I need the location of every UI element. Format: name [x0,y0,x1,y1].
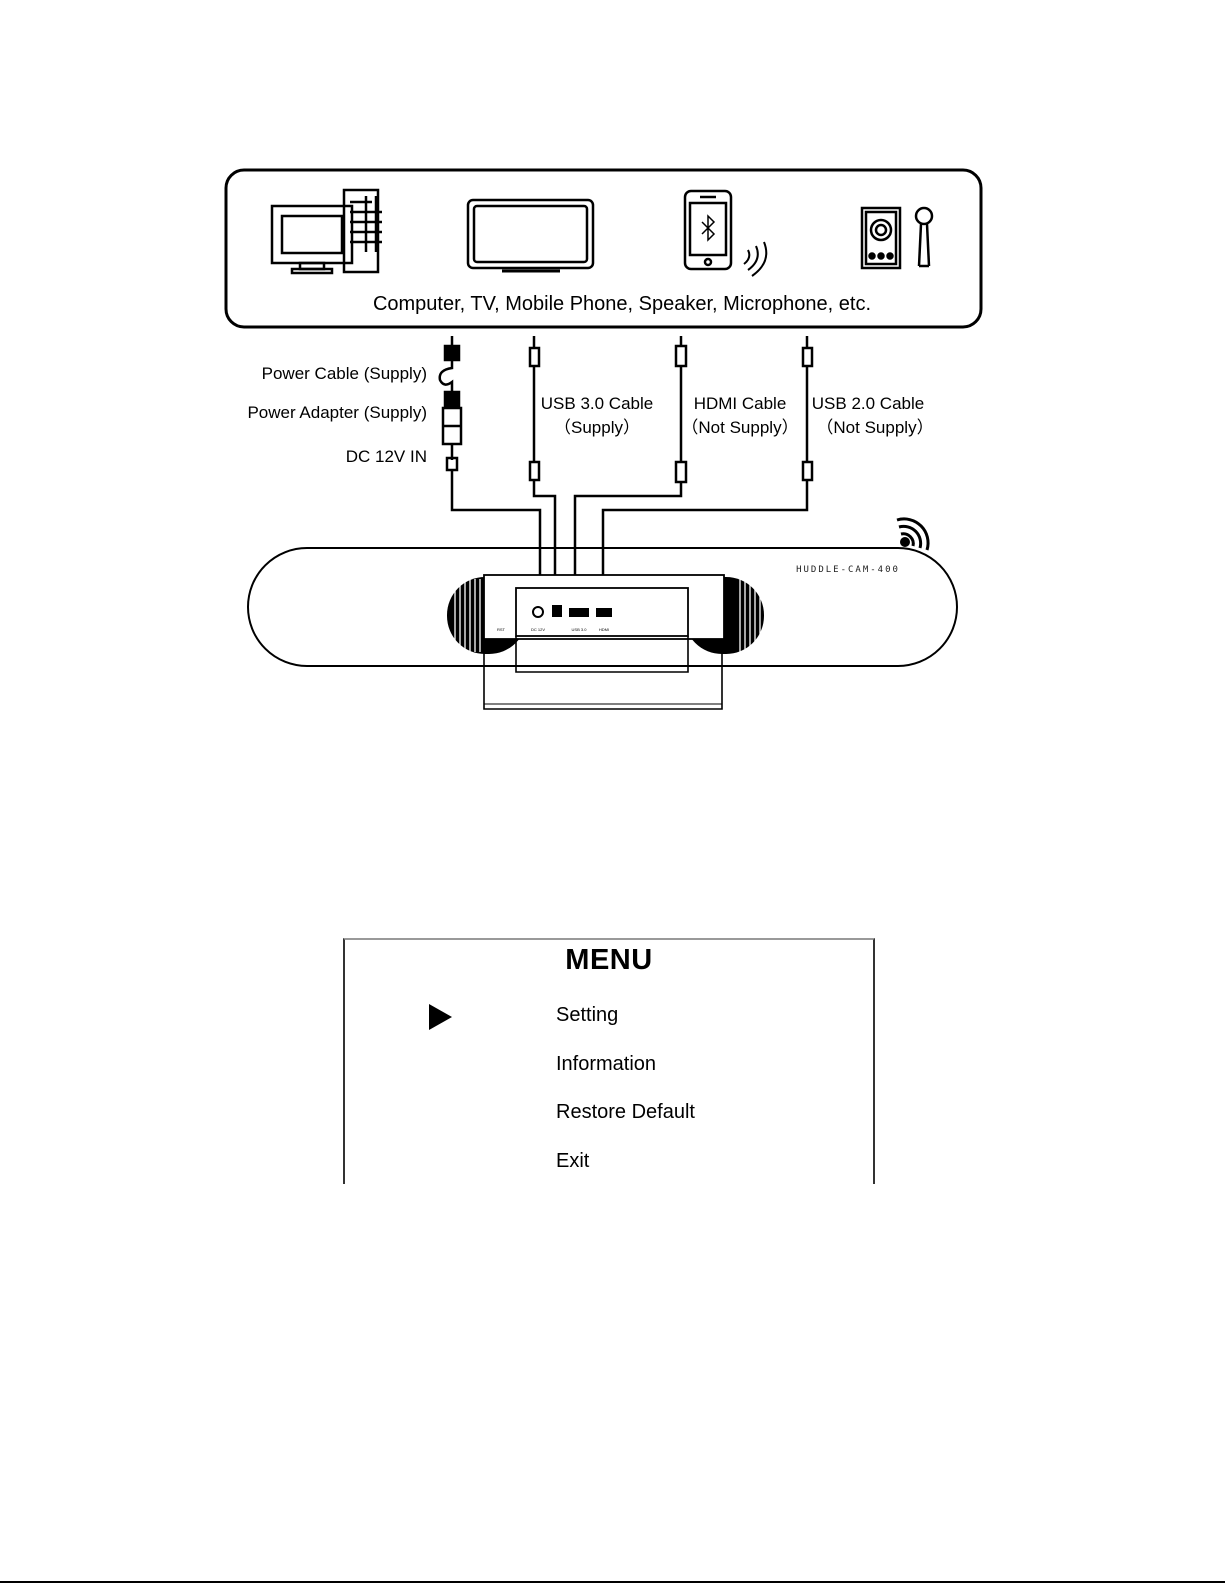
devices-caption: Computer, TV, Mobile Phone, Speaker, Mic… [373,293,871,315]
menu-item-exit[interactable]: Exit [556,1150,589,1173]
port-label-hdmi: HDMI [599,627,609,632]
power-cable-label: Power Cable (Supply) [262,364,427,383]
camera-model-label: HUDDLE-CAM-400 [796,565,900,575]
usb2-supply-label: （Not Supply） [816,418,933,437]
usb2-port [596,608,612,617]
computer-icon [272,190,382,273]
port-label-dc: DC 12V [531,627,545,632]
connection-diagram: Computer, TV, Mobile Phone, Speaker, Mic… [0,0,1225,760]
hdmi-cable-label: HDMI Cable [694,394,787,413]
page-bottom-rule [0,1581,1225,1583]
usb2-cable-label: USB 2.0 Cable [812,394,924,413]
port-label-rst: RST [497,627,506,632]
menu-item-restore-default[interactable]: Restore Default [556,1101,695,1124]
speaker-microphone-icon [862,208,932,268]
menu-item-setting[interactable]: Setting [556,1004,618,1027]
osd-menu: MENU Setting Information Restore Default… [343,938,875,1184]
menu-cursor-icon [429,1004,452,1030]
usb3-supply-label: （Supply） [554,418,640,437]
bluetooth-phone-icon [685,191,766,276]
tv-icon [468,200,593,271]
dc-in-label: DC 12V IN [346,447,427,466]
power-cable [440,336,540,590]
menu-item-information[interactable]: Information [556,1053,656,1076]
menu-title: MENU [345,944,873,977]
usb3-cable [530,336,555,590]
hdmi-cable [575,336,686,590]
hdmi-supply-label: （Not Supply） [681,418,798,437]
hdmi-port [569,608,589,617]
usb2-cable [603,336,812,590]
wireless-icon [897,519,928,550]
port-label-usb3: USB 3.0 [572,627,588,632]
usb3-cable-label: USB 3.0 Cable [541,394,653,413]
power-adapter-label: Power Adapter (Supply) [247,403,427,422]
usb3-port [552,605,562,617]
